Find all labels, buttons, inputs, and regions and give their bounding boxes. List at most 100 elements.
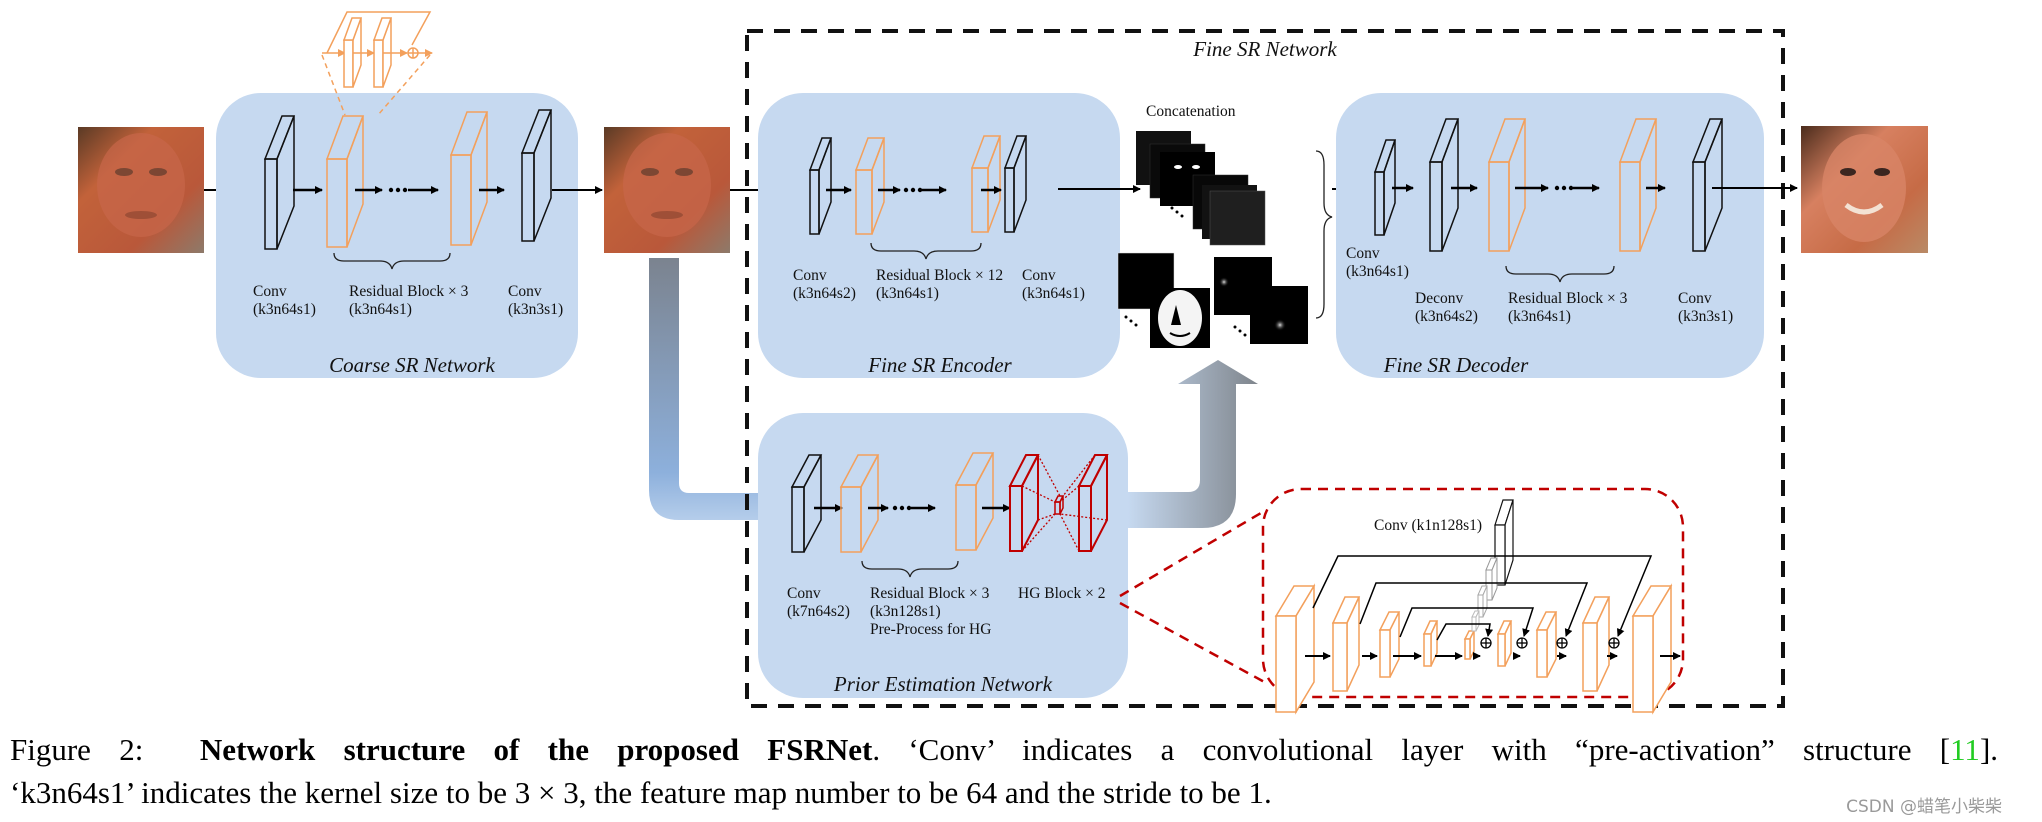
decoder-conv1-layer <box>1373 139 1397 236</box>
decoder-conv2-label: Conv <box>1678 290 1712 307</box>
coarse-sr-network-title: Coarse SR Network <box>329 353 495 377</box>
fsrnet-diagram: Coarse SR Network Conv (k3n64s1) Residua… <box>78 11 1928 715</box>
coarse-res-block-last <box>449 111 489 246</box>
encoder-res-block-first <box>854 137 886 235</box>
ellipsis-dot <box>402 187 408 193</box>
landmark-heatmaps <box>1214 257 1308 344</box>
hg-conv-label: Conv (k1n128s1) <box>1374 517 1482 534</box>
caption-prefix: Figure 2: <box>10 732 144 767</box>
decoder-title: Fine SR Decoder <box>1383 353 1529 377</box>
caption-line-2: ‘k3n64s1’ indicates the kernel size to b… <box>10 775 1272 810</box>
ellipsis-dot <box>903 187 909 193</box>
watermark: CSDN @蜡笔小柴柴 <box>1846 797 2002 817</box>
coarse-conv1-label: Conv <box>253 283 287 300</box>
prior-res-block-first <box>839 454 880 553</box>
ellipsis-dot <box>1561 185 1567 191</box>
concatenation-label: Concatenation <box>1146 103 1236 120</box>
prior-title: Prior Estimation Network <box>833 672 1053 696</box>
prior-conv-label: Conv <box>787 585 821 602</box>
decoder-deconv-params: (k3n64s2) <box>1415 308 1478 325</box>
add-node-icon <box>1556 637 1568 649</box>
hg-detail-conv-1x1 <box>1494 499 1514 586</box>
caption-line-1: Figure 2: Network structure of the propo… <box>10 728 1998 771</box>
prior-res-params: (k3n128s1) <box>870 603 941 620</box>
encoder-title: Fine SR Encoder <box>867 353 1012 377</box>
ellipsis-dot <box>906 505 912 511</box>
parsing-maps <box>1117 252 1210 348</box>
decoder-deconv-layer <box>1428 118 1460 252</box>
hg-detail-layer-9 <box>1631 583 1673 715</box>
output-face-image <box>1801 126 1928 253</box>
decoder-res-block-last <box>1618 118 1658 252</box>
skip-connection <box>1436 623 1494 641</box>
hg-block-detail: Conv (k1n128s1) <box>1119 487 1685 715</box>
hg-detail-layer-2 <box>1331 596 1361 692</box>
prior-conv-layer <box>790 454 823 553</box>
hg-detail-conv-small-1 <box>1485 557 1498 601</box>
concat-brace <box>1315 150 1333 319</box>
skip-connection <box>1312 555 1653 637</box>
ellipsis-dot <box>1554 185 1560 191</box>
decoder-deconv-label: Deconv <box>1415 290 1463 307</box>
hg-detail-layer-6 <box>1496 620 1513 667</box>
encoder-conv1-layer <box>808 137 833 235</box>
decoder-conv2-params: (k3n3s1) <box>1678 308 1733 325</box>
coarse-conv1-layer <box>263 115 296 250</box>
hg-block <box>1008 454 1109 552</box>
fine-sr-network-title: Fine SR Network <box>1192 37 1337 61</box>
decoder-conv1-params: (k3n64s1) <box>1346 263 1409 280</box>
coarse-output-face-image <box>604 127 730 253</box>
encoder-conv2-layer <box>1003 135 1028 233</box>
hg-detail-layer-8 <box>1581 596 1611 692</box>
decoder-res-brace <box>1505 265 1615 283</box>
input-face-image <box>78 127 204 253</box>
decoder-conv1-label: Conv <box>1346 245 1380 262</box>
caption-text-1: . ‘Conv’ indicates a convolutional layer… <box>872 732 1951 767</box>
encoder-res-brace <box>870 242 982 260</box>
encoder-conv2-params: (k3n64s1) <box>1022 285 1085 302</box>
coarse-res-brace <box>333 252 451 270</box>
hg-detail-layer-7 <box>1535 611 1558 678</box>
skip-connection <box>1399 607 1535 638</box>
hg-detail-conv-small-2 <box>1477 585 1488 618</box>
figure-caption: Figure 2: Network structure of the propo… <box>10 728 2000 814</box>
hg-detail-layer-4 <box>1422 620 1439 667</box>
encoder-conv1-params: (k3n64s2) <box>793 285 856 302</box>
decoder-res-label: Residual Block × 3 <box>1508 290 1628 307</box>
hg-detail-layer-1 <box>1274 583 1316 715</box>
ellipsis-dot <box>892 505 898 511</box>
hg-detail-layer-3 <box>1378 611 1401 678</box>
coarse-res-label: Residual Block × 3 <box>349 283 469 300</box>
ellipsis-dot <box>910 187 916 193</box>
caption-bold-title: Network structure of the proposed FSRNet <box>199 732 873 767</box>
add-node-icon <box>1608 637 1620 649</box>
fine-sr-network-box <box>745 29 1785 708</box>
prior-estimation-network: Prior Estimation Network Conv (k7n64s2) … <box>758 413 1128 698</box>
add-node-icon <box>1480 637 1492 649</box>
encoder-conv1-label: Conv <box>793 267 827 284</box>
hg-detail-conv-small-3 <box>1471 610 1480 632</box>
coarse-res-block-first <box>325 115 365 248</box>
ellipsis-dot <box>1568 185 1574 191</box>
coarse-res-params: (k3n64s1) <box>349 301 412 318</box>
skip-connection <box>1359 582 1589 637</box>
prior-hg-label: HG Block × 2 <box>1018 585 1106 602</box>
decoder-res-params: (k3n64s1) <box>1508 308 1571 325</box>
fine-sr-decoder: Fine SR Decoder Conv (k3n64s1) Deconv (k… <box>1336 93 1764 378</box>
ellipsis-dot <box>899 505 905 511</box>
prior-res-block-last <box>954 452 995 551</box>
hg-detail-layer-5 <box>1463 630 1476 660</box>
coarse-conv2-label: Conv <box>508 283 542 300</box>
citation-link[interactable]: 11 <box>1950 732 1980 767</box>
caption-text-1-end: ]. <box>1979 732 1999 767</box>
coarse-sr-network: Coarse SR Network Conv (k3n64s1) Residua… <box>216 93 578 378</box>
ellipsis-dot <box>388 187 394 193</box>
add-node-icon <box>1516 637 1528 649</box>
coarse-conv1-params: (k3n64s1) <box>253 301 316 318</box>
encoder-conv2-label: Conv <box>1022 267 1056 284</box>
prior-res-note: Pre-Process for HG <box>870 621 991 638</box>
prior-conv-params: (k7n64s2) <box>787 603 850 620</box>
encoder-res-label: Residual Block × 12 <box>876 267 1003 284</box>
feature-maps-stack <box>1136 131 1266 246</box>
decoder-conv2-layer <box>1691 118 1724 252</box>
